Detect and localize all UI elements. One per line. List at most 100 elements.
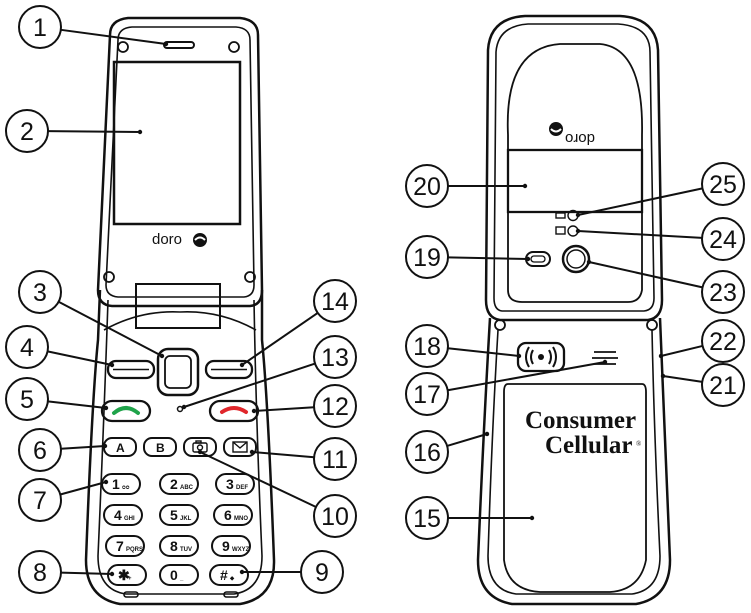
callout-13: 13: [313, 335, 357, 379]
callout-15-tip: [529, 515, 535, 521]
back-upper-lid: [484, 14, 664, 322]
callout-16-number: 16: [413, 439, 441, 467]
callout-10-tip: [197, 449, 203, 455]
key-1-digit: 1: [112, 476, 120, 492]
front-phone: [84, 16, 276, 606]
callout-24-number: 24: [709, 226, 737, 254]
callout-20-circle: [405, 164, 449, 208]
end-key: [208, 399, 260, 423]
callout-12: 12: [313, 384, 357, 428]
callout-8-circle: [18, 550, 62, 594]
callout-7-leader: [59, 481, 107, 496]
callout-11-circle: [313, 437, 357, 481]
callout-8-number: 8: [33, 559, 47, 587]
callout-11-leader: [251, 451, 315, 459]
key-star-outline: [107, 564, 147, 586]
callout-6-number: 6: [33, 437, 47, 465]
handset-green-icon: [112, 406, 140, 415]
message-indicator-icon: [555, 225, 579, 237]
handset-red-icon: [220, 406, 248, 414]
callout-10-circle: [313, 494, 357, 538]
callout-1-number: 1: [33, 14, 47, 42]
key-4-digit: 4: [114, 507, 122, 523]
callout-5: 5: [5, 377, 49, 421]
callout-17-tip: [602, 359, 608, 365]
callout-2: 2: [5, 109, 49, 153]
callout-8-tip: [109, 571, 115, 577]
callout-14-leader: [241, 312, 319, 366]
callout-leaders: [47, 28, 703, 577]
callout-21-tip: [660, 373, 666, 379]
callout-1-circle: [18, 5, 62, 49]
left-selection-key: [106, 359, 156, 380]
callout-22-tip: [658, 353, 664, 359]
key-8-outline: [159, 535, 199, 557]
callout-17-leader: [447, 361, 606, 392]
main-display: [112, 60, 242, 226]
key-0-outline: [159, 564, 199, 586]
callout-19: 19: [405, 235, 449, 279]
callout-22: 22: [701, 319, 745, 363]
earpiece: [163, 41, 195, 49]
callout-23: 23: [701, 270, 745, 314]
key-0: 0_: [159, 564, 199, 586]
key-b: [143, 437, 177, 457]
emergency-signal-icon: [525, 346, 557, 368]
key-5-letters: JKL: [180, 516, 192, 522]
callout-24-tip: [575, 228, 581, 234]
callout-18: 18: [405, 324, 449, 368]
callout-14: 14: [313, 279, 357, 323]
key-hash-letters: ⬥: [229, 576, 235, 582]
callout-23-number: 23: [709, 279, 737, 307]
camera-key: [183, 437, 217, 457]
key-2-letters: ABC: [180, 485, 194, 491]
carrier-logo-mark: ®: [636, 440, 642, 448]
callout-16: 16: [405, 430, 449, 474]
callout-14-number: 14: [321, 288, 349, 316]
callout-18-number: 18: [413, 333, 441, 361]
callout-2-number: 2: [20, 118, 34, 146]
key-8-letters: TUV: [180, 547, 192, 553]
key-7-letters: PQRS: [126, 547, 143, 553]
callout-2-leader: [47, 130, 141, 133]
message-key: [223, 437, 257, 457]
right-selection-key: [204, 359, 254, 380]
callout-1-tip: [163, 41, 169, 47]
callout-13-leader: [183, 362, 316, 408]
callout-23-leader: [588, 261, 703, 289]
key-hash: #⬥: [209, 564, 249, 586]
key-3-letters: DEF: [236, 485, 248, 491]
callout-21-number: 21: [709, 372, 737, 400]
callout-12-tip: [251, 408, 257, 414]
callout-6-tip: [102, 443, 108, 449]
carrier-logo-line2: Cellular: [545, 432, 633, 459]
callout-14-circle: [313, 279, 357, 323]
callout-2-tip: [137, 129, 143, 135]
callout-5-circle: [5, 377, 49, 421]
callout-13-tip: [181, 404, 187, 410]
key-6-outline: [213, 504, 253, 526]
callout-20-tip: [522, 183, 528, 189]
carrier-logo-line1: Consumer: [525, 407, 636, 434]
doro-logo-icon: [193, 233, 207, 247]
callout-24-circle: [701, 217, 745, 261]
key-8-digit: 8: [170, 538, 178, 554]
callout-5-leader: [47, 400, 107, 409]
callout-3: 3: [18, 270, 62, 314]
camera-housing: [506, 43, 643, 303]
callout-25-leader: [577, 187, 703, 216]
battery-cover: [503, 383, 647, 593]
key-5-outline: [159, 504, 199, 526]
callout-8-leader: [60, 571, 113, 575]
callout-19-tip: [525, 256, 531, 262]
callout-16-tip: [484, 431, 490, 437]
callout-15: 15: [405, 496, 449, 540]
callout-16-leader: [446, 433, 488, 447]
